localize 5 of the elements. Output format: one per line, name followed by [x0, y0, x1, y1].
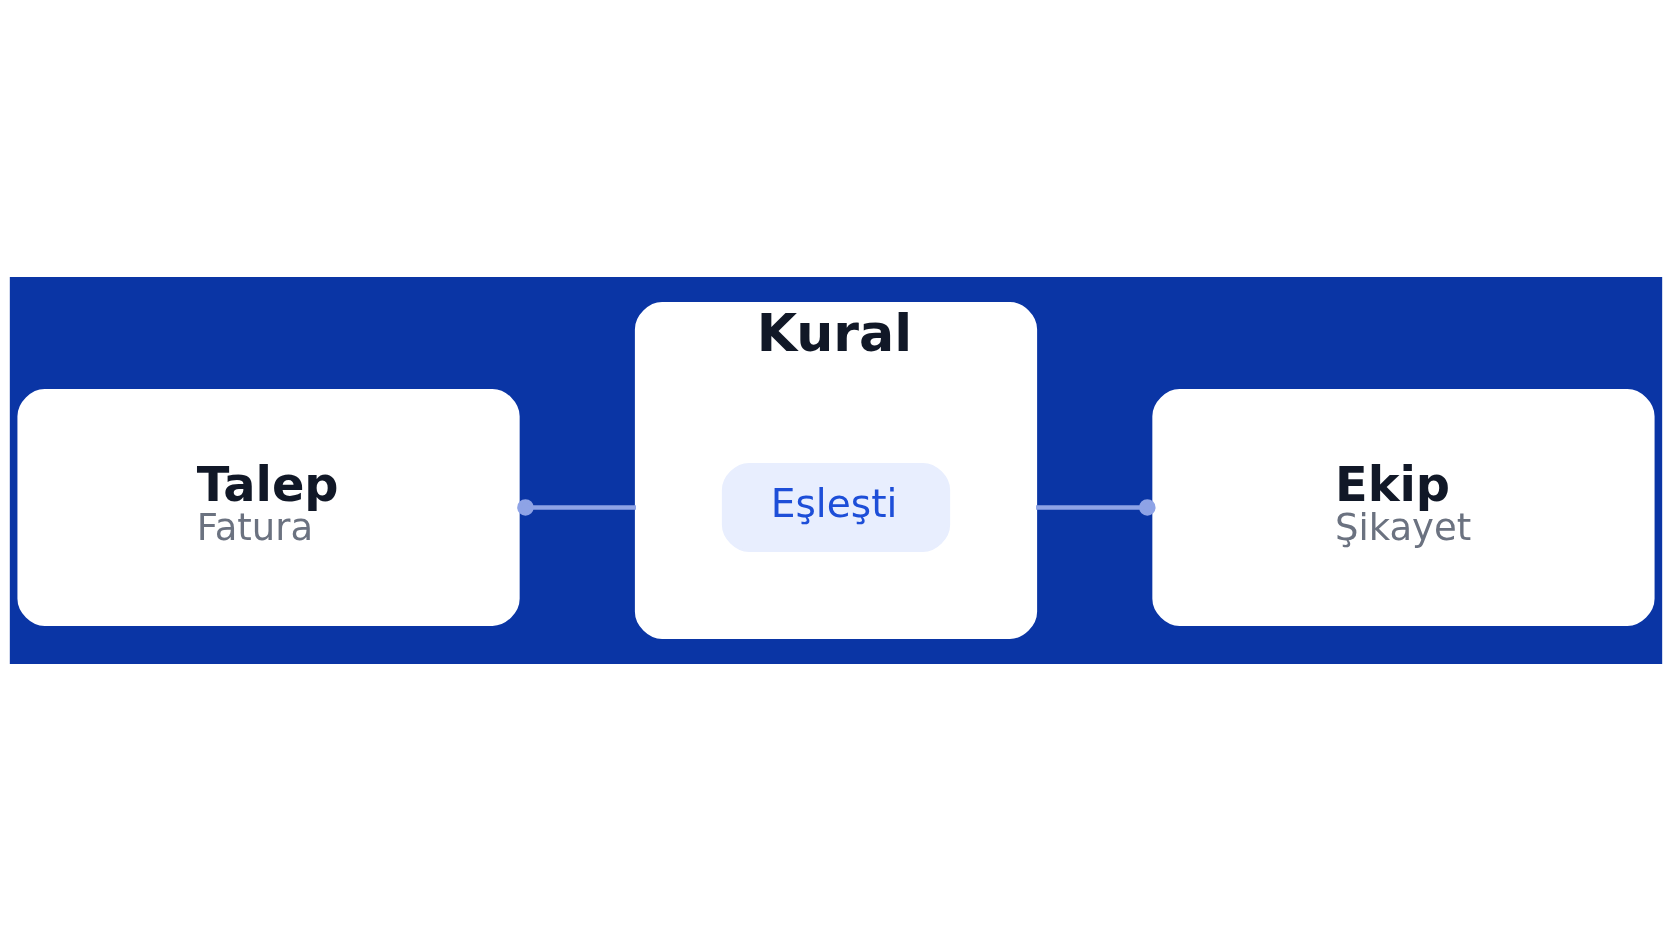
connector	[1036, 499, 1156, 516]
connector	[517, 499, 636, 516]
node-box: Eşleşti	[721, 462, 951, 553]
node-box: Ekip Şikayet	[1152, 388, 1655, 626]
node-box: Talep Fatura	[17, 388, 520, 626]
